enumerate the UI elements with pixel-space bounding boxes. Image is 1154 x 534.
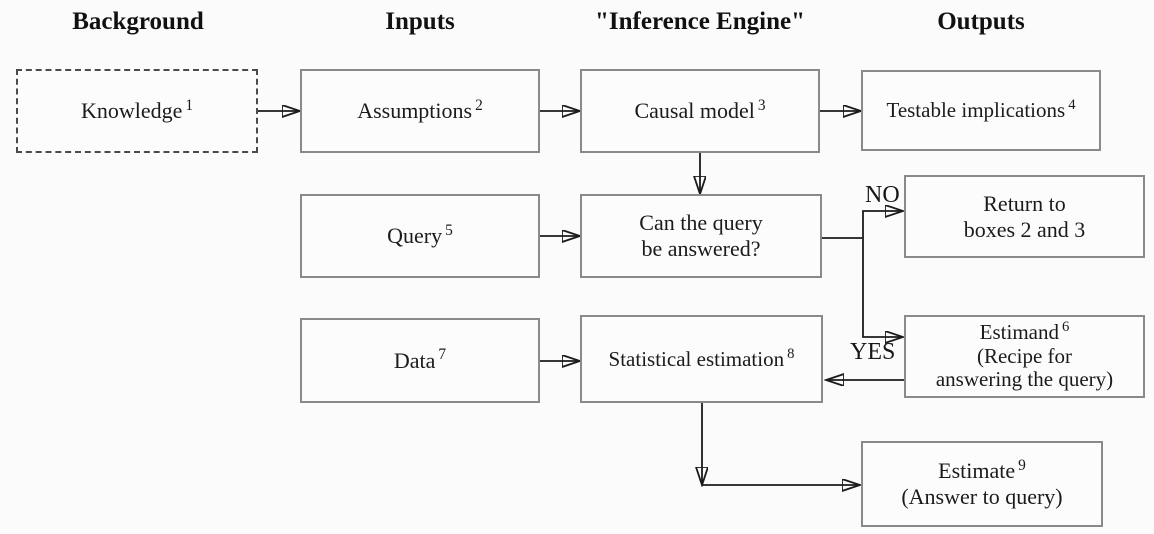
node-return-to-boxes: Return to boxes 2 and 3 (904, 175, 1145, 258)
column-header-inference-engine: "Inference Engine" (595, 8, 805, 35)
node-return-to-boxes-label: Return to boxes 2 and 3 (964, 191, 1086, 243)
column-header-background: Background (72, 8, 204, 35)
return-line1: Return to (983, 190, 1066, 216)
branch-label-yes: YES (850, 339, 896, 365)
node-can-answer: Can the query be answered? (580, 194, 822, 278)
estimand-line2: (Recipe for (976, 343, 1073, 368)
estimate-line2: (Answer to query) (901, 484, 1063, 509)
estimand-line3: answering the query) (935, 367, 1114, 392)
arrow-yes-branch-to-estimand (862, 238, 901, 337)
can-answer-line2: be answered? (641, 236, 761, 261)
can-answer-line1: Can the query (639, 210, 763, 236)
column-header-outputs: Outputs (937, 8, 1025, 35)
arrow-no-branch-to-return (862, 211, 901, 238)
branch-label-no: NO (865, 182, 900, 208)
return-line2: boxes 2 and 3 (963, 216, 1086, 242)
column-header-inputs: Inputs (385, 8, 455, 35)
node-can-answer-label: Can the query be answered? (639, 210, 762, 262)
